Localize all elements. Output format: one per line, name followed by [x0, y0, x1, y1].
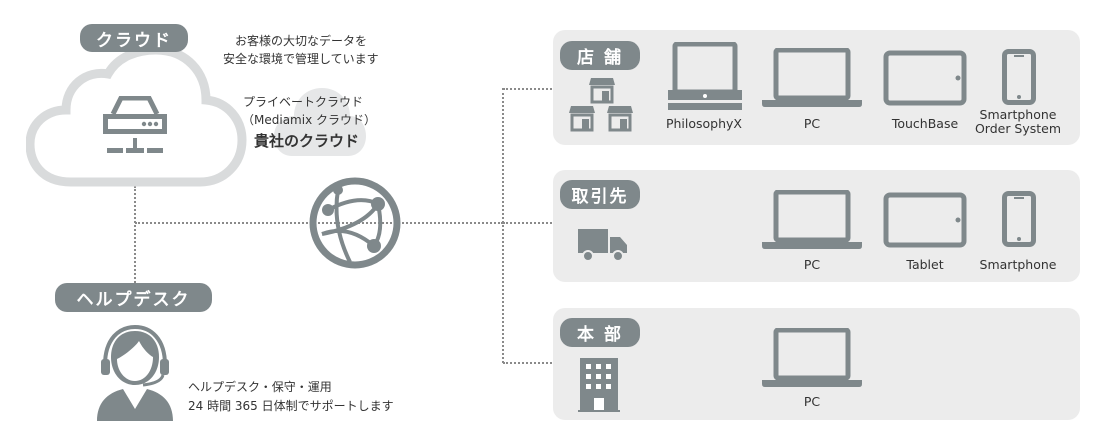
office-building-icon — [578, 358, 620, 412]
connector-partner — [503, 222, 555, 224]
smartphone-icon — [1002, 191, 1036, 247]
helpdesk-desc-line1: ヘルプデスク・保守・運用 — [188, 380, 332, 394]
private-cloud-line2: （Mediamix クラウド） — [242, 113, 376, 127]
headquarters-label: 本 部 — [560, 318, 640, 347]
device-label: Smartphone Order System — [974, 107, 1062, 136]
cloud-desc-line1: お客様の大切なデータを — [235, 34, 368, 48]
connector-panels — [502, 88, 504, 363]
store-label: 店 舗 — [560, 41, 640, 70]
private-cloud-line1: プライベートクラウド — [243, 95, 364, 109]
cloud-label: クラウド — [80, 24, 188, 52]
pc-laptop-icon — [762, 328, 862, 387]
private-cloud-line3: 貴社のクラウド — [254, 132, 360, 150]
pc-laptop-icon — [762, 190, 862, 249]
headquarters-panel — [553, 308, 1080, 420]
connector-horizontal — [135, 222, 503, 224]
connector-hq — [503, 362, 555, 364]
connector-cloud-helpdesk — [134, 186, 136, 290]
tablet-icon — [883, 50, 967, 106]
truck-icon — [578, 229, 627, 262]
globe-network-icon — [309, 177, 401, 269]
tablet-icon — [883, 192, 967, 248]
partner-panel — [553, 170, 1080, 282]
helpdesk-label: ヘルプデスク — [55, 283, 212, 312]
philosophyx-register-icon — [668, 42, 742, 110]
pc-laptop-icon — [762, 48, 862, 107]
device-label: PC — [803, 394, 821, 409]
operator-headset-icon — [97, 325, 173, 421]
device-label: Smartphone — [979, 257, 1057, 272]
smartphone-icon — [1002, 49, 1036, 105]
stores-icon — [569, 78, 633, 132]
device-label: PhilosophyX — [665, 116, 743, 131]
small-cloud-icon — [274, 88, 366, 156]
device-label: PC — [803, 116, 821, 131]
server-icon — [103, 96, 167, 153]
device-label: PC — [803, 257, 821, 272]
connector-store — [503, 88, 555, 90]
device-label: TouchBase — [891, 116, 959, 131]
helpdesk-desc-line2: 24 時間 365 日体制でサポートします — [188, 399, 394, 413]
cloud-desc-line2: 安全な環境で管理しています — [223, 52, 379, 66]
partner-label: 取引先 — [560, 180, 640, 209]
device-label: Tablet — [906, 257, 944, 272]
